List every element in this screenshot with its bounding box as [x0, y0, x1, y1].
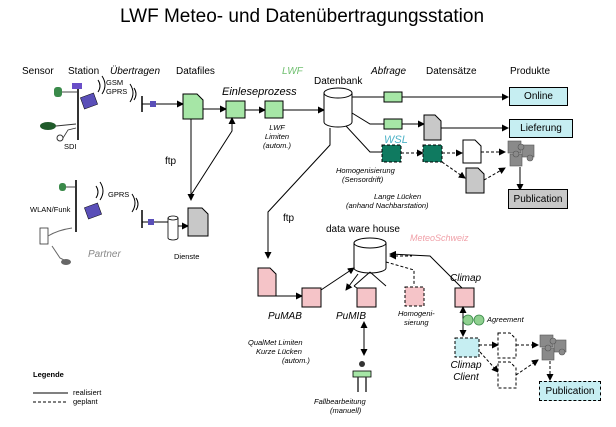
- label-wsl: WSL: [384, 134, 408, 146]
- lange-luecken-box: [422, 144, 443, 163]
- transmitter-top: [129, 83, 184, 112]
- abfrage-online-box: [383, 91, 403, 103]
- label-fallbearbeitung-2: (manuell): [330, 406, 362, 415]
- product-lieferung: Lieferung: [509, 119, 573, 138]
- label-wlan-funk: WLAN/Funk: [30, 205, 71, 214]
- label-gprs-top: GPRS: [106, 87, 128, 96]
- partner-probe-icon: [61, 259, 71, 265]
- label-ftp-2: ftp: [283, 213, 295, 224]
- label-data-ware-house: data ware house: [326, 224, 400, 235]
- label-lwf-limiten-2: Limiten: [264, 132, 290, 141]
- column-datensaetze: Datensätze: [426, 66, 477, 77]
- diagram-title: LWF Meteo- und Datenübertragungsstation: [120, 6, 485, 27]
- label-ftp-1: ftp: [165, 156, 177, 167]
- label-gprs-partner: GPRS: [108, 190, 130, 199]
- sensor-station-top: [40, 75, 106, 142]
- column-datenbank: Datenbank: [314, 76, 363, 87]
- transmitter-bottom: [131, 193, 189, 241]
- agreement-circle-1-icon: [462, 314, 474, 326]
- climap-box: [454, 287, 475, 308]
- sensor-icon: [54, 87, 62, 97]
- label-qualmet-1: QualMet Limiten: [248, 338, 303, 347]
- datensatz-grey-icon: [423, 114, 442, 141]
- label-qualmet-3: (autom.): [282, 356, 310, 365]
- label-lange-1: Lange Lücken: [374, 192, 422, 201]
- label-homog-2: (Sensordrift): [342, 175, 384, 184]
- modem-icon: [150, 101, 156, 107]
- pumab-file-icon: [257, 267, 277, 297]
- label-agreement: Agreement: [487, 315, 524, 324]
- homogenisierung-geplant-box: [404, 286, 425, 307]
- label-meteoschweiz: MeteoSchweiz: [410, 233, 469, 243]
- solar-panel-icon: [80, 92, 98, 110]
- datensatz-grey-2-icon: [465, 167, 485, 194]
- column-sensor: Sensor: [22, 66, 54, 77]
- label-homogeni-2: sierung: [404, 318, 429, 327]
- column-produkte: Produkte: [510, 66, 551, 77]
- label-climap-client-2: Client: [453, 372, 479, 383]
- lwf-limiten-box: [264, 100, 284, 119]
- label-lwf-limiten-3: (autom.): [263, 141, 291, 150]
- abfrage-lieferung-box: [383, 118, 403, 130]
- datafile-green-icon: [182, 93, 204, 120]
- column-station: Station: [68, 66, 100, 77]
- label-sdi: SDI: [64, 142, 77, 151]
- partner-sensor-icon: [59, 183, 66, 191]
- label-climap: Climap: [450, 273, 482, 284]
- label-einleseprozess: Einleseprozess: [222, 86, 297, 98]
- label-pumab: PuMAB: [268, 311, 302, 322]
- client-file-1-icon: [497, 332, 517, 359]
- label-lwf-limiten-1: LWF: [269, 123, 285, 132]
- dienste-file-icon: [187, 207, 209, 237]
- label-pumib: PuMIB: [336, 311, 367, 322]
- receiver-waves-icon: [129, 83, 137, 103]
- label-gsm: GSM: [106, 78, 124, 87]
- partner-station: [39, 180, 104, 265]
- puzzle-icon-bottom: [539, 334, 567, 361]
- pumab-box: [301, 287, 322, 308]
- label-dienste: Dienste: [174, 252, 200, 261]
- label-lange-2: (anhand Nachbarstation): [346, 201, 429, 210]
- client-file-2-icon: [497, 361, 517, 389]
- homogenisierung-box: [381, 144, 402, 163]
- legend-realisiert: realisiert: [73, 388, 102, 397]
- datenbank-cylinder: [323, 87, 353, 128]
- small-cylinder-icon: [167, 218, 179, 241]
- sdi-sensor-icon: [56, 134, 64, 142]
- label-fallbearbeitung-1: Fallbearbeitung: [314, 397, 366, 406]
- column-uebertragen: Übertragen: [110, 66, 161, 77]
- label-homog-1: Homogenisierung: [336, 166, 395, 175]
- legend-title: Legende: [33, 370, 64, 379]
- pumib-box: [356, 287, 377, 308]
- fallbearbeitung-person-icon: [352, 361, 372, 392]
- partner-solar-icon: [84, 202, 102, 220]
- data-ware-house-cylinder: [353, 237, 387, 274]
- label-climap-client-1: Climap: [450, 360, 482, 371]
- product-online: Online: [509, 87, 568, 106]
- signal-waves-icon: [97, 75, 106, 95]
- product-publication-2: Publication: [539, 381, 601, 401]
- label-homogeni-1: Homogeni-: [398, 309, 435, 318]
- datensatz-white-icon: [462, 139, 482, 164]
- soil-sensor-icon: [40, 122, 56, 130]
- label-partner: Partner: [88, 249, 121, 260]
- partner-waves-icon: [95, 181, 104, 201]
- partner-handheld-icon: [39, 227, 49, 245]
- climap-client-box: [454, 337, 480, 358]
- einleseprozess-box: [225, 100, 246, 119]
- agreement-circle-2-icon: [473, 314, 485, 326]
- column-abfrage: Abfrage: [371, 66, 407, 77]
- label-qualmet-2: Kurze Lücken: [256, 347, 302, 356]
- column-lwf: LWF: [282, 66, 303, 77]
- column-datafiles: Datafiles: [176, 66, 215, 77]
- product-publication-1: Publication: [508, 189, 568, 209]
- puzzle-icon-top: [507, 140, 535, 167]
- datalogger-icon: [72, 83, 82, 89]
- legend-geplant: geplant: [73, 397, 98, 406]
